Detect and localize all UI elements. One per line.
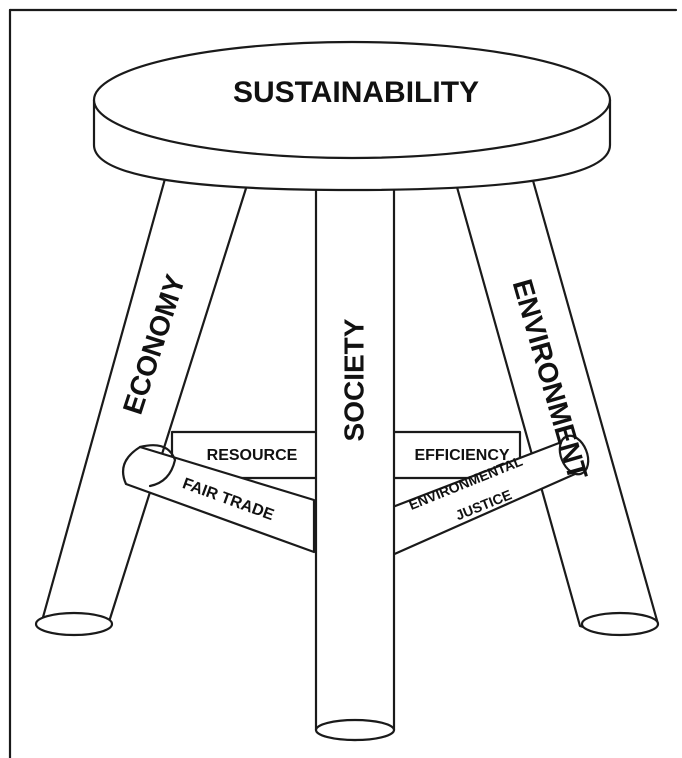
rung-back-left-label: RESOURCE bbox=[207, 447, 298, 464]
leg-center-foot bbox=[314, 718, 396, 742]
rung-front-left-cap bbox=[138, 444, 177, 488]
rung-front-right-cap bbox=[558, 434, 590, 476]
seat-label: SUSTAINABILITY bbox=[233, 76, 479, 109]
leg-center bbox=[314, 184, 396, 742]
leg-right-foot bbox=[580, 611, 660, 637]
leg-center-label: SOCIETY bbox=[338, 318, 369, 441]
rung-back-right-label: EFFICIENCY bbox=[414, 447, 509, 464]
seat-top bbox=[92, 40, 612, 160]
leg-left-foot bbox=[34, 611, 114, 637]
